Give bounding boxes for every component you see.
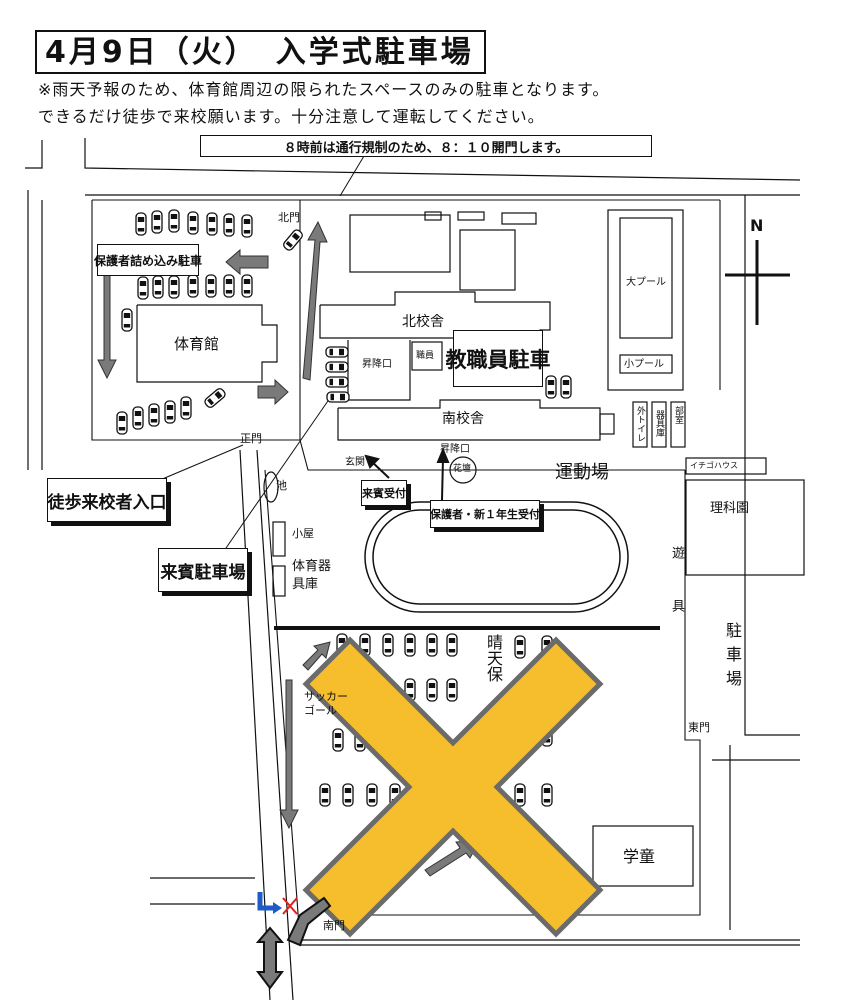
sports-storage-label: 体育器具庫 <box>292 559 332 593</box>
science-garden-label: 理科園 <box>710 501 750 516</box>
staff-room-label: 職員 <box>416 351 435 361</box>
parent-parking-label: 保護者詰め込み駐車 <box>94 244 202 276</box>
compass <box>725 240 790 325</box>
traffic-arrows <box>97 220 481 877</box>
club-room-label: 部室 <box>673 406 683 424</box>
parking-lot-label: 駐車場 <box>723 622 742 694</box>
entrance-label: 玄関 <box>345 457 365 468</box>
hut-label: 小屋 <box>292 527 314 540</box>
outdoor-toilet-label: 外トイレ <box>635 406 645 442</box>
gym-label: 体育館 <box>174 335 220 353</box>
no-parking-cross <box>302 636 604 938</box>
guest-reception-label: 来賓受付 <box>361 480 407 506</box>
traffic-notice: ８時前は通行規制のため、８：１０開門します。 <box>200 135 652 157</box>
big-pool-label: 大プール <box>626 277 666 288</box>
south-gate-arrows <box>255 892 332 990</box>
south-gate-label: 南門 <box>323 919 345 932</box>
play-equipment-label: 遊具 <box>669 546 684 652</box>
notice-line-2: できるだけ徒歩で来校願います。十分注意して運転してください。 <box>38 107 545 126</box>
elevator-north-label: 昇降口 <box>362 359 392 370</box>
south-school-label: 南校舎 <box>442 411 484 427</box>
reception-arrows <box>364 447 450 501</box>
flower-bed-label: 花壇 <box>453 464 472 474</box>
east-gate-label: 東門 <box>688 721 710 734</box>
rain-parking-label: 晴天保 <box>484 634 503 682</box>
page-title: 4月9日（火） 入学式駐車場 <box>35 30 486 74</box>
notice-line-1: ※雨天予報のため、体育館周辺の限られたスペースのみの駐車となります。 <box>38 80 610 99</box>
after-school-label: 学童 <box>623 847 656 866</box>
compass-north-label: N <box>750 216 764 235</box>
running-track <box>364 501 629 613</box>
staff-parking-label: 教職員駐車 <box>446 330 551 387</box>
rabbit-house-label: イチゴハウス <box>690 461 738 470</box>
guest-parking-label: 来賓駐車場 <box>158 548 248 592</box>
equipment-label: 器具庫 <box>654 410 664 437</box>
walk-entrance-label: 徒歩来校者入口 <box>47 478 167 522</box>
north-school-label: 北校舎 <box>402 314 444 330</box>
north-gate-label: 北門 <box>278 211 300 224</box>
gym-building <box>136 304 278 383</box>
pond-label: 池 <box>276 479 287 492</box>
parent-reception-label: 保護者・新１年生受付 <box>430 500 540 528</box>
soccer-goal-label: サッカーゴール <box>304 690 348 718</box>
small-pool-label: 小プール <box>624 359 664 370</box>
main-gate-label: 正門 <box>240 432 262 445</box>
playground-label: 運動場 <box>555 462 609 483</box>
elevator-south-label: 昇降口 <box>440 444 470 455</box>
